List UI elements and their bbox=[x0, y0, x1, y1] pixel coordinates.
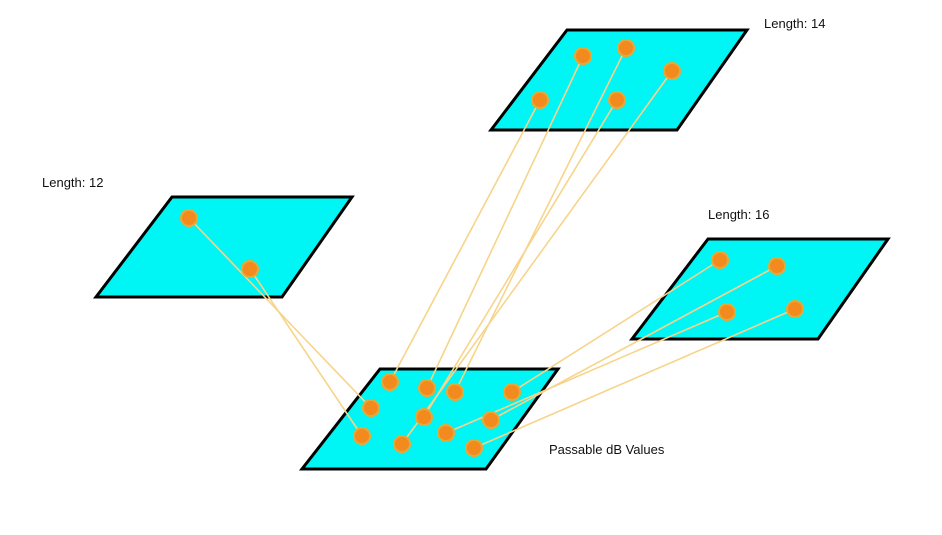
connector-line-right-to-bottom bbox=[490, 265, 778, 421]
top-plane-dot bbox=[617, 39, 635, 57]
right-plane-dot bbox=[718, 303, 736, 321]
bottom-plane-dot bbox=[353, 427, 371, 445]
right-plane-dot bbox=[768, 257, 786, 275]
right-plane-dot bbox=[711, 251, 729, 269]
top-plane-dot bbox=[663, 62, 681, 80]
top-plane-dot bbox=[531, 91, 549, 109]
bottom-plane-dot bbox=[503, 383, 521, 401]
bottom-plane-dot bbox=[393, 435, 411, 453]
connector-line-top-to-bottom bbox=[401, 70, 673, 445]
left-plane-dot bbox=[241, 260, 259, 278]
connector-lines-layer bbox=[188, 47, 796, 449]
connector-line-top-to-bottom bbox=[426, 55, 584, 389]
bottom-plane-dot bbox=[415, 408, 433, 426]
bottom-plane-dot bbox=[362, 399, 380, 417]
bottom-plane-dot bbox=[465, 439, 483, 457]
bottom-plane-dot bbox=[437, 424, 455, 442]
bottom-plane-dot bbox=[381, 373, 399, 391]
connector-line-top-to-bottom bbox=[454, 47, 627, 393]
bottom-plane-dot bbox=[446, 383, 464, 401]
planes-layer bbox=[92, 28, 891, 471]
left-plane-length-label: Length: 12 bbox=[42, 175, 104, 190]
top-plane-length-label: Length: 14 bbox=[764, 16, 826, 31]
top-plane bbox=[487, 28, 750, 132]
top-plane-dot bbox=[608, 91, 626, 109]
top-plane-dot bbox=[574, 47, 592, 65]
connector-line-left-to-bottom bbox=[249, 268, 363, 437]
connector-line-right-to-bottom bbox=[473, 308, 796, 449]
left-plane bbox=[92, 195, 355, 299]
right-plane-dot bbox=[786, 300, 804, 318]
bottom-plane-dot bbox=[482, 411, 500, 429]
right-plane bbox=[628, 237, 891, 341]
bottom-plane-dot bbox=[418, 379, 436, 397]
connector-line-right-to-bottom bbox=[511, 259, 721, 393]
left-plane-dot bbox=[180, 209, 198, 227]
connector-line-top-to-bottom bbox=[389, 99, 541, 383]
connector-line-top-to-bottom bbox=[423, 99, 618, 418]
bottom-plane-label: Passable dB Values bbox=[549, 442, 665, 457]
dots-layer bbox=[180, 39, 804, 457]
right-plane-length-label: Length: 16 bbox=[708, 207, 770, 222]
